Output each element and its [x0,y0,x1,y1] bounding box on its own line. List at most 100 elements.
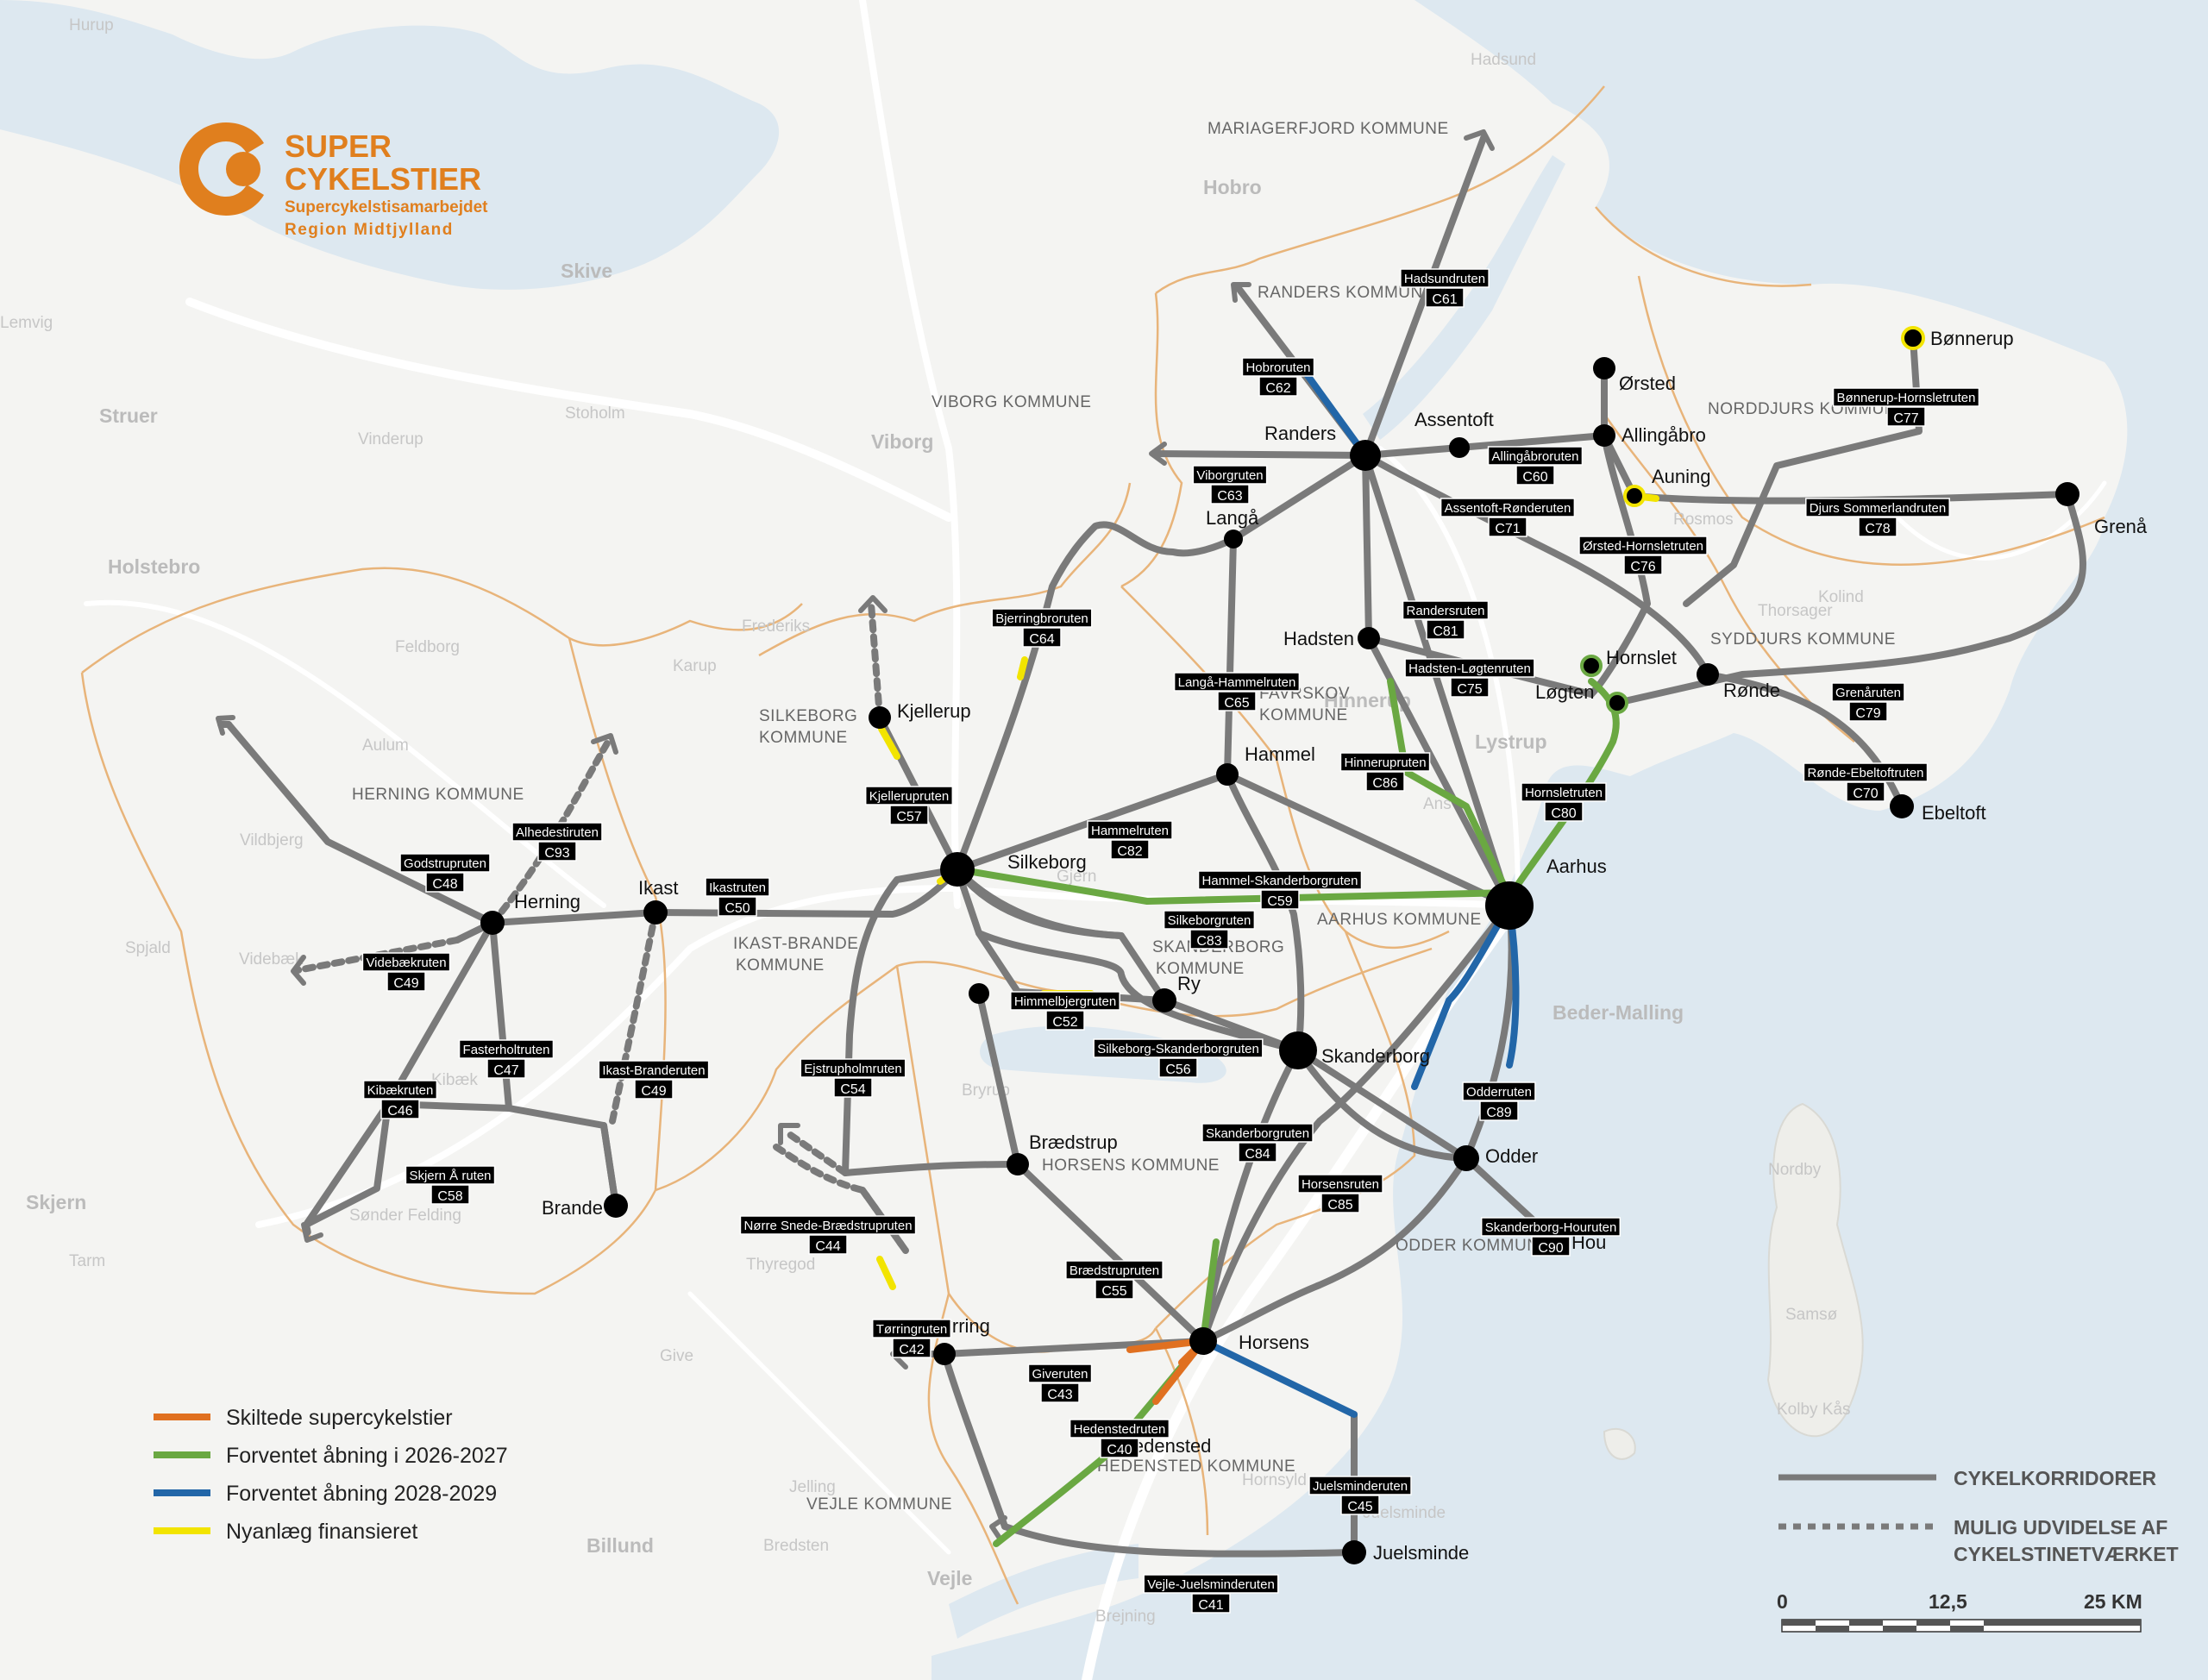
corridor-c49-dotted-ikast [609,909,659,1125]
route-code: C77 [1893,411,1918,426]
route-name-box [1093,1038,1264,1058]
node-toerring[interactable] [933,1343,956,1365]
kommune-name: HERNING KOMMUNE [352,786,524,804]
bg-place: Struer [99,404,158,427]
node-kjellerup[interactable] [869,706,891,729]
route-code: C49 [393,976,418,991]
node-grenaa[interactable] [2055,482,2079,506]
kommune-name: HORSENS KOMMUNE [1042,1157,1220,1175]
node-horsens[interactable] [1189,1327,1217,1355]
node-randers[interactable] [1350,440,1381,471]
route-code: C71 [1495,522,1520,536]
legend-extension: MULIG UDVIDELSE AF CYKELSTINETVÆRKET [1778,1516,2179,1565]
route-name: Juelsminderuten [1313,1479,1408,1494]
node-aarhus[interactable] [1485,881,1534,930]
node-auning[interactable] [1623,485,1646,507]
bg-place: Viborg [871,430,933,453]
route-code: C86 [1372,776,1397,791]
corridor-aarhus-skanderborg [1200,902,1513,1345]
node-allingaabro[interactable] [1593,424,1615,447]
route-code: C82 [1117,844,1142,859]
node-ebeltoft[interactable] [1890,794,1914,818]
node-ry[interactable] [1152,988,1176,1012]
route-name: Brædstrupruten [1070,1263,1159,1278]
node-roende[interactable] [1697,663,1719,686]
route-code-box [1100,1438,1139,1458]
node-loegten[interactable] [1606,692,1628,714]
node-ikast[interactable] [643,900,668,925]
node-langaa[interactable] [1224,530,1243,549]
route-name: Fasterholtruten [463,1043,550,1057]
bg-place: Videbæk [239,950,304,969]
node-silkeborg[interactable] [940,852,975,887]
node-hornslet[interactable] [1580,655,1603,677]
bg-place: Ans [1423,795,1452,813]
route-name: Ørsted-Hornsletruten [1583,539,1703,554]
bg-place: Kolby Kås [1777,1401,1851,1419]
node-hadsten[interactable] [1358,627,1380,649]
node-brande[interactable] [604,1194,628,1218]
node-hammel[interactable] [1216,763,1239,786]
node-herning[interactable] [480,911,505,935]
background-place-names: Hurup Hadsund Hobro Skive Viborg Struer … [0,16,1864,1626]
route-code: C40 [1107,1443,1132,1457]
route-name-box [1803,762,1929,782]
corridor-langaa-randers [1230,452,1369,542]
node-skanderborg[interactable] [1279,1031,1317,1069]
route-code-box [1623,555,1663,575]
route-code: C84 [1245,1147,1270,1162]
route-name: Godstrupruten [404,856,486,871]
node-assentoft[interactable] [1449,437,1470,458]
node-juelsminde[interactable] [1342,1540,1366,1564]
node-oersted[interactable] [1593,357,1615,379]
green-c83 [954,866,1513,905]
corridor-c93-arrow [591,733,618,755]
node-boennerup[interactable] [1901,326,1925,350]
node-braedstrup[interactable] [1007,1153,1029,1175]
route-code-box [1531,1236,1571,1257]
node-odder[interactable] [1453,1145,1479,1171]
